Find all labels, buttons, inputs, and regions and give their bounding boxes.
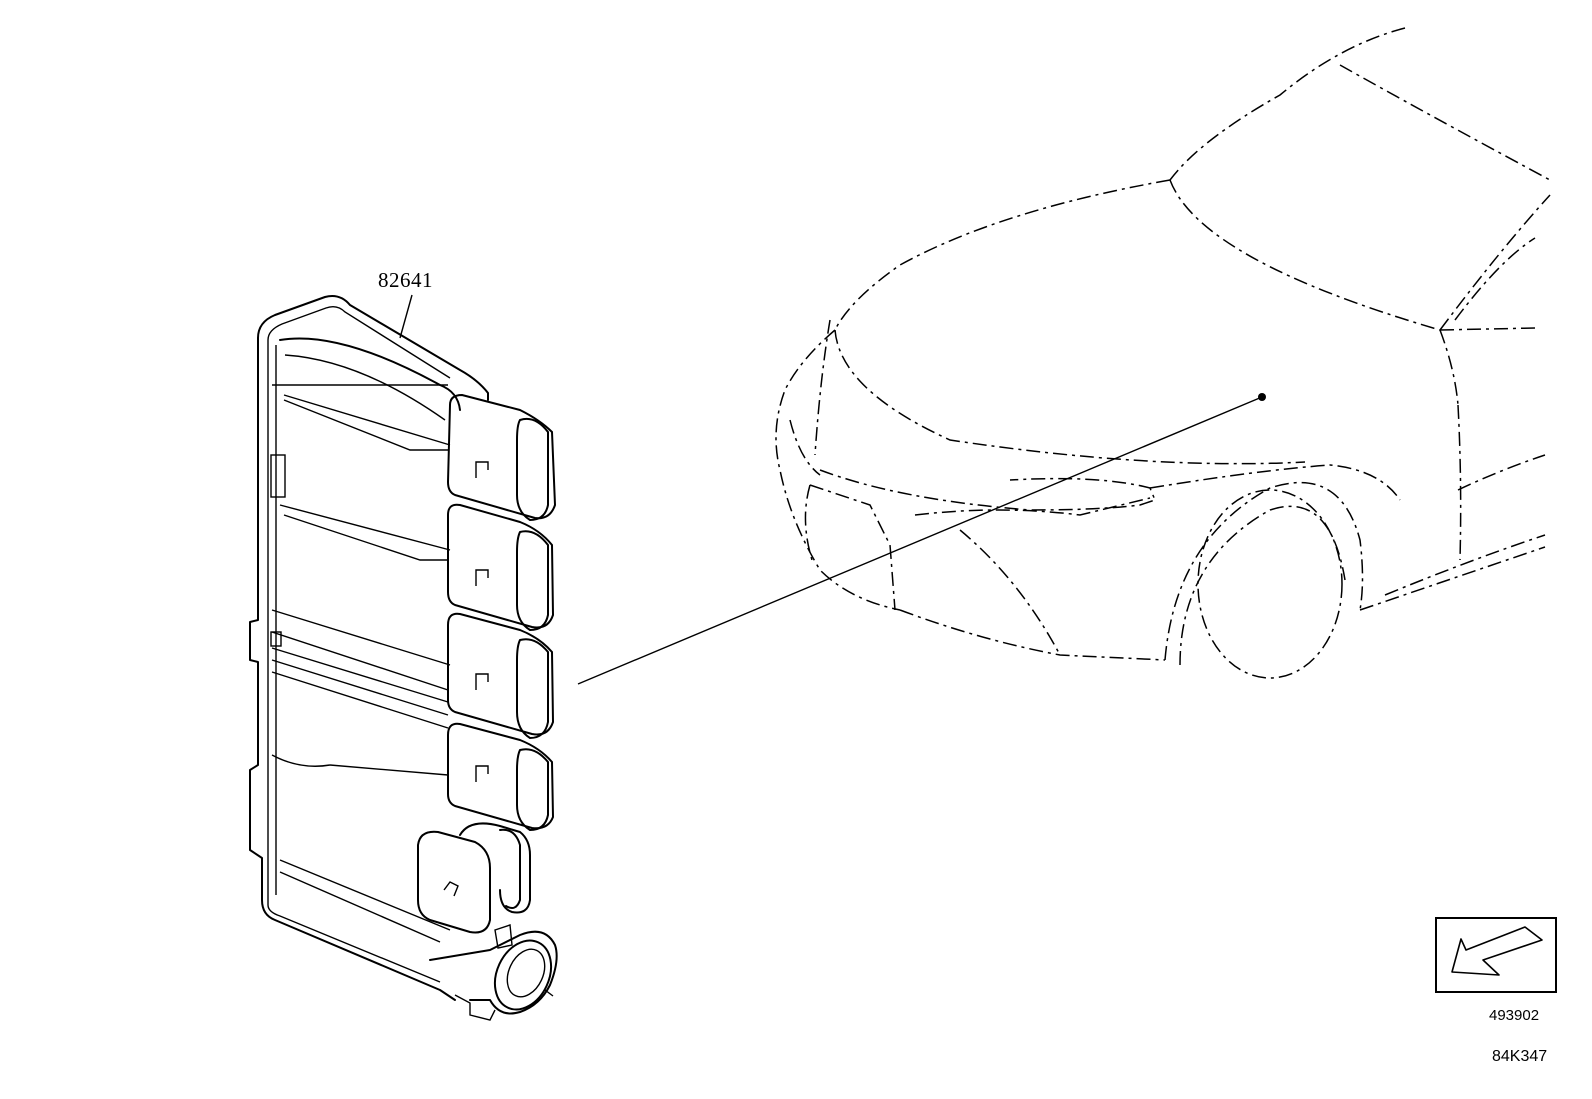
connector-4 xyxy=(447,722,554,831)
location-leader-line xyxy=(577,396,1263,685)
round-connector xyxy=(429,924,558,1021)
connector-5 xyxy=(417,822,531,934)
arrow-left-down-icon xyxy=(1451,926,1543,976)
connector-2 xyxy=(447,503,554,631)
control-unit-part xyxy=(249,295,489,1001)
view-indicator-box xyxy=(1435,917,1557,993)
drawing-code: 84K347 xyxy=(1492,1048,1548,1065)
part-leader-line xyxy=(399,294,413,339)
connector-3 xyxy=(447,612,554,739)
view-indicator-code: 493902 xyxy=(1489,1007,1540,1024)
part-number-callout: 82641 xyxy=(378,268,433,292)
vehicle-outline xyxy=(775,27,1551,679)
location-dot xyxy=(1258,393,1266,401)
connector-1 xyxy=(447,394,556,521)
